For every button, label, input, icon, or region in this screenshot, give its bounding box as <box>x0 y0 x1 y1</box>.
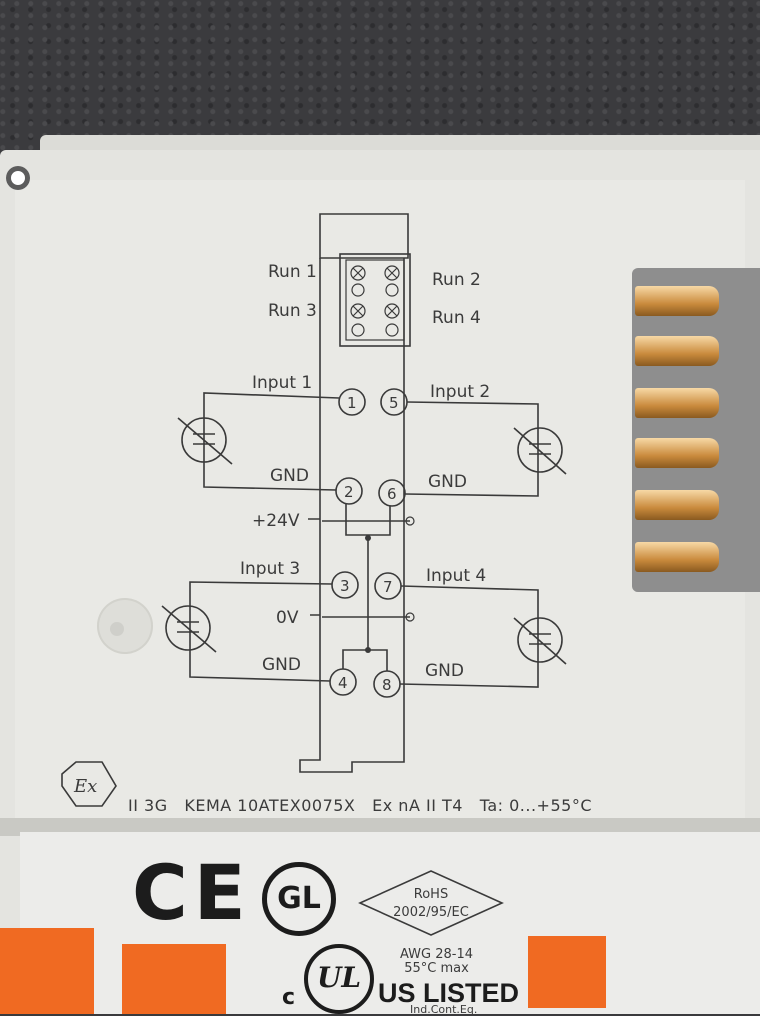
led-box <box>339 253 411 347</box>
led-label-run4: Run 4 <box>432 308 481 328</box>
ul-c-mark: c <box>282 985 296 1010</box>
gnd-bridge-top <box>345 504 391 536</box>
terminal-release-orange[interactable] <box>0 928 94 1014</box>
terminal-number: 2 <box>344 483 354 501</box>
gnd-bridge-bottom <box>342 649 388 671</box>
led-x-icon <box>350 265 400 337</box>
bus-outline <box>299 258 405 773</box>
channel4-loop <box>399 585 539 688</box>
ind-cont-eq: Ind.Cont.Eq. <box>410 1003 478 1016</box>
gl-mark: GL <box>262 862 336 936</box>
led-label-run3: Run 3 <box>268 301 317 321</box>
power-contact <box>635 286 719 316</box>
wire-rating: AWG 28-14 55°C max <box>400 948 473 976</box>
ex-hexagon-icon <box>61 761 117 807</box>
label-input1: Input 1 <box>252 373 312 393</box>
terminal-number: 1 <box>347 394 357 412</box>
ce-mark: CE <box>132 848 252 937</box>
power-contact <box>635 542 719 572</box>
ex-logo-text: Ex <box>73 776 97 797</box>
terminal-number: 7 <box>383 578 393 596</box>
us-listed-text: US LISTED <box>378 978 520 1008</box>
supply-0v-rail <box>310 614 410 618</box>
label-input2: Input 2 <box>430 382 490 402</box>
housing-seam <box>0 818 760 836</box>
label-gnd-4: GND <box>425 661 464 681</box>
terminal-number: 3 <box>340 577 350 595</box>
terminal-number: 5 <box>389 394 399 412</box>
label-gnd-3: GND <box>262 655 301 675</box>
contact-bay <box>632 268 760 592</box>
bus-header <box>319 213 409 259</box>
terminal-number: 8 <box>382 676 392 694</box>
release-screw <box>110 622 124 636</box>
power-contact <box>635 490 719 520</box>
supply-24v-rail <box>308 518 410 522</box>
label-gnd-2: GND <box>428 472 467 492</box>
release-recess <box>97 598 153 654</box>
rohs-directive: 2002/95/EC <box>393 905 469 920</box>
awg-range: AWG 28-14 <box>400 947 474 962</box>
terminal-release-orange[interactable] <box>528 936 606 1008</box>
led-label-run1: Run 1 <box>268 262 317 282</box>
channel3-loop <box>189 581 333 682</box>
rohs-title: RoHS <box>414 887 448 902</box>
led-label-run2: Run 2 <box>432 270 481 290</box>
label-0v: 0V <box>276 608 299 628</box>
mounting-hole <box>6 166 30 190</box>
temp-rating: 55°C max <box>404 961 469 976</box>
label-input4: Input 4 <box>426 566 486 586</box>
power-contact <box>635 438 719 468</box>
ul-mark: UL <box>304 944 374 1014</box>
led-box-inner <box>345 259 405 341</box>
sensor-icon <box>161 417 567 665</box>
terminal-number: 6 <box>387 485 397 503</box>
terminal-number: 4 <box>338 674 348 692</box>
terminal-release-orange[interactable] <box>122 944 226 1014</box>
certification-line: II 3G KEMA 10ATEX0075X Ex nA II T4 Ta: 0… <box>128 796 592 815</box>
module-front-face <box>15 180 745 820</box>
power-contact <box>635 336 719 366</box>
power-contact <box>635 388 719 418</box>
label-24v: +24V <box>252 511 300 531</box>
rohs-badge: RoHS 2002/95/EC <box>356 868 506 938</box>
label-gnd-1: GND <box>270 466 309 486</box>
label-input3: Input 3 <box>240 559 300 579</box>
